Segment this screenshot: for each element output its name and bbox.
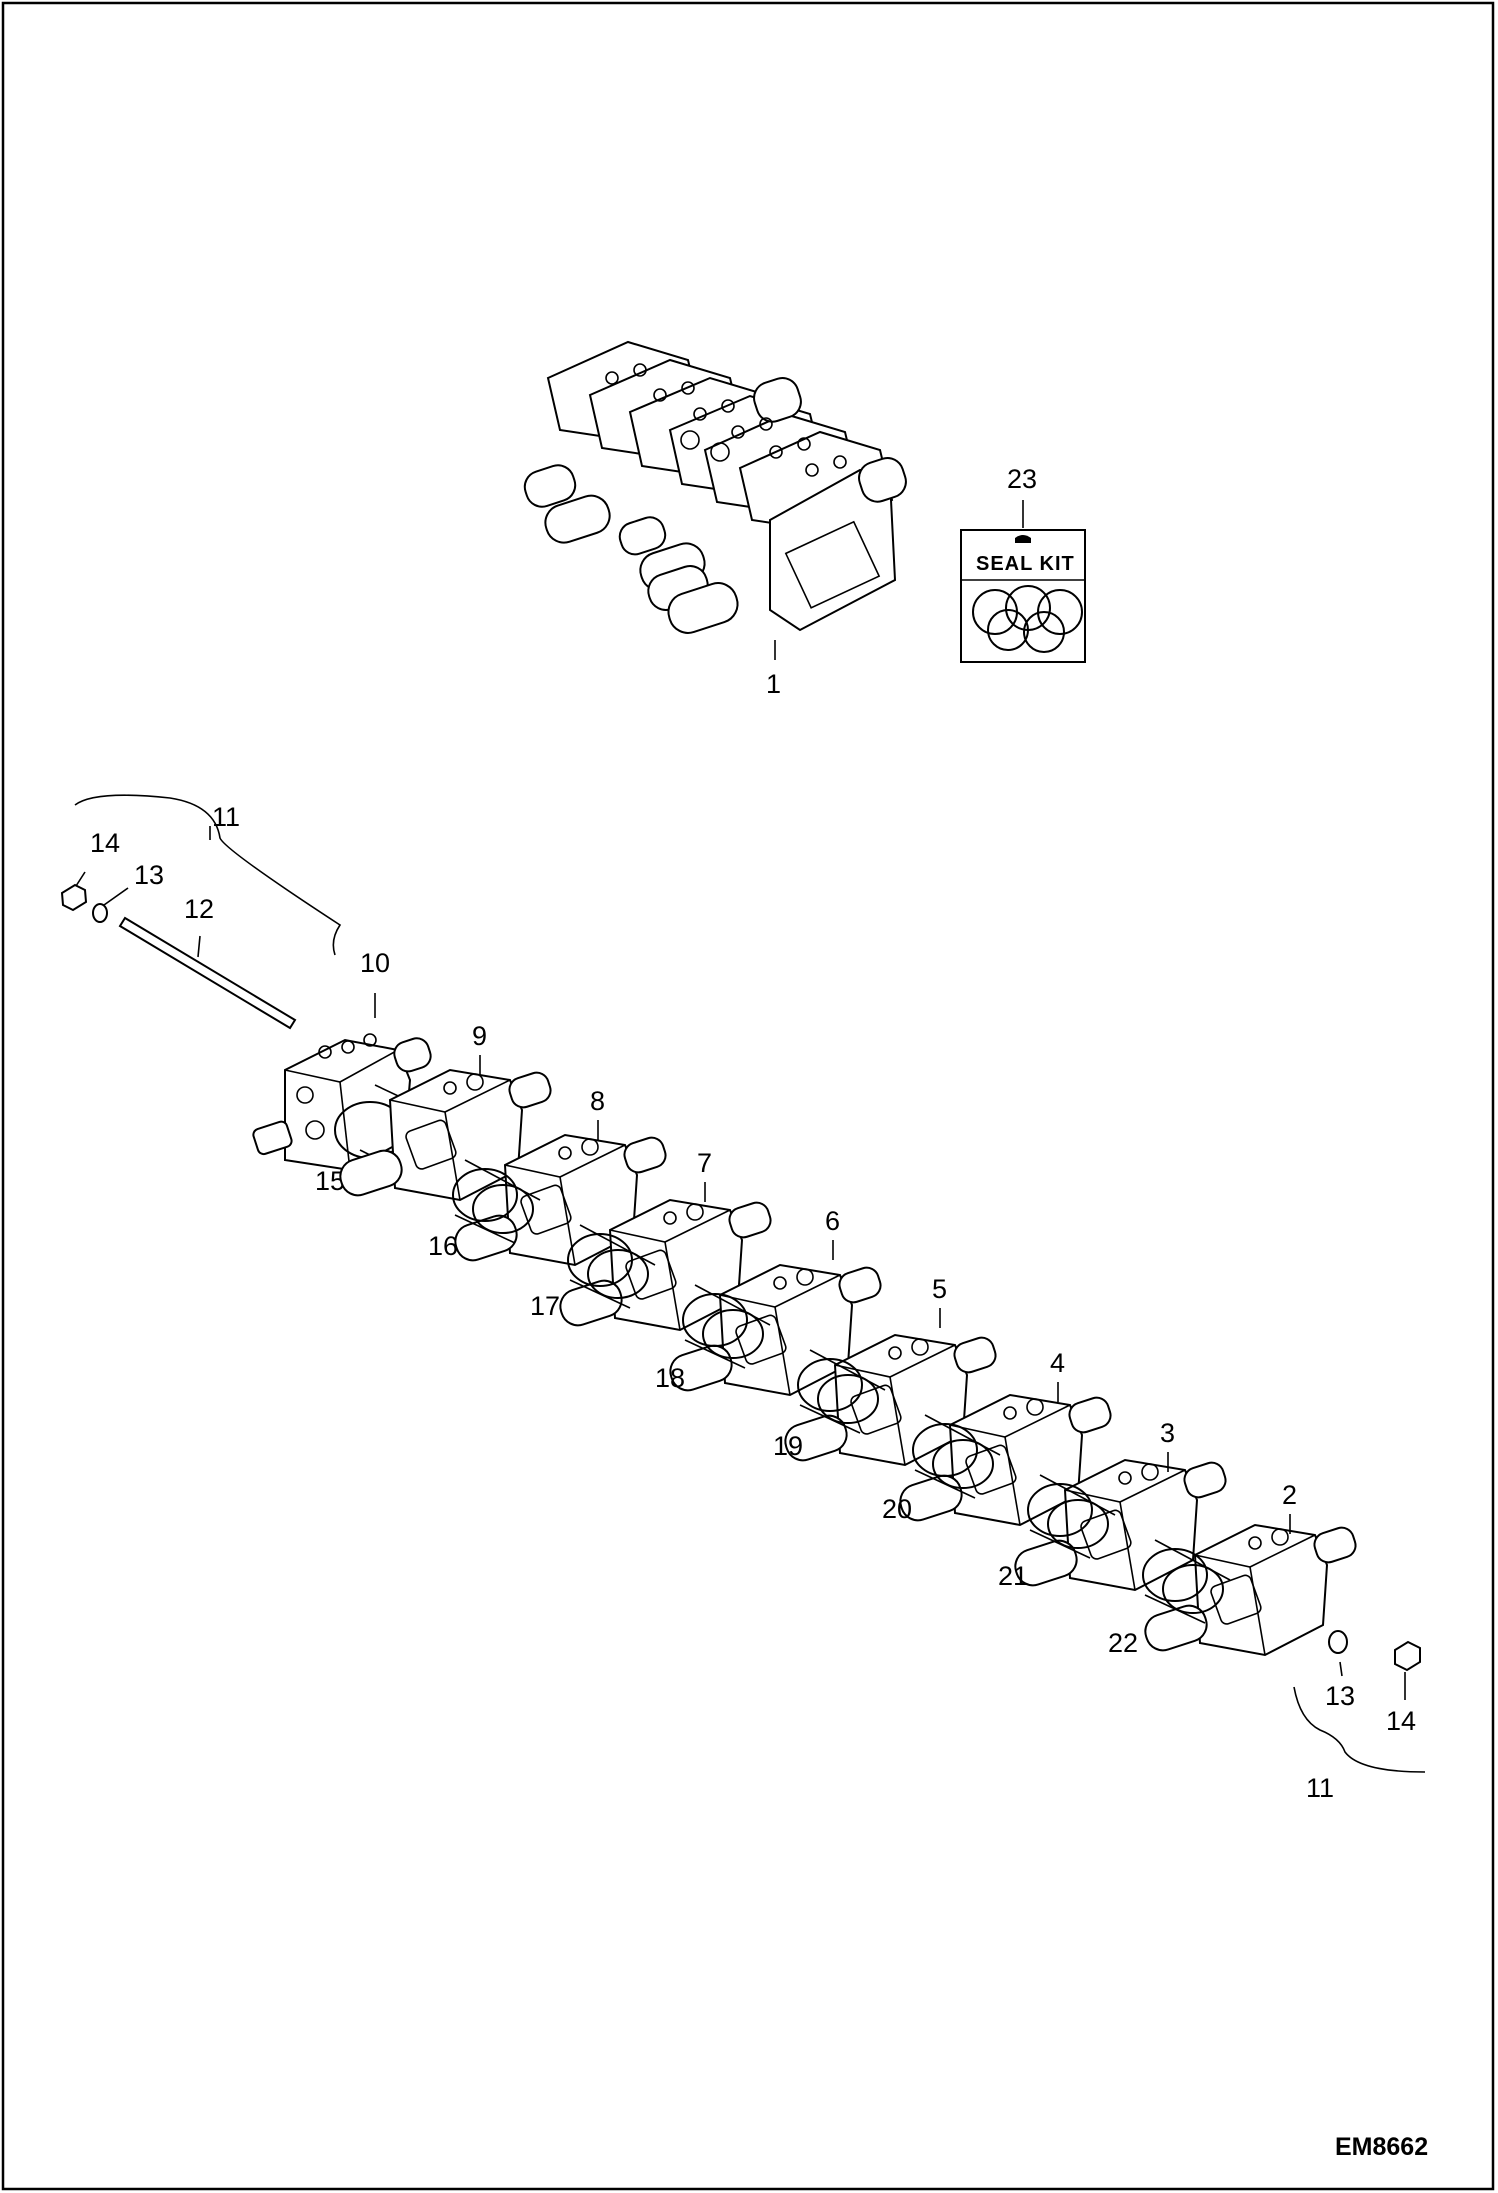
o-ring-set-17: 17	[530, 1224, 656, 1321]
o-ring-set-19: 19	[773, 1349, 886, 1461]
section-3-number: 3	[1160, 1418, 1175, 1448]
seal-kit-box: 23 SEAL KIT	[960, 464, 1086, 663]
section-10-number: 10	[360, 948, 390, 978]
valve-section-4: 4	[899, 1348, 1112, 1527]
right-nut-number: 14	[1386, 1706, 1416, 1736]
valve-section-10	[252, 1033, 432, 1172]
drawing-code: EM8662	[1335, 2133, 1428, 2161]
nut-right	[1394, 1640, 1421, 1672]
rod-number: 12	[184, 894, 214, 924]
o-ring-18-number: 18	[655, 1363, 685, 1393]
o-ring-set-18: 18	[655, 1284, 771, 1393]
nut-left	[60, 883, 88, 912]
section-8-number: 8	[590, 1086, 605, 1116]
washer-left	[92, 903, 108, 923]
o-ring-22-number: 22	[1108, 1628, 1138, 1658]
o-ring-set-22: 22	[1108, 1539, 1231, 1658]
tie-rod-group-right: 13 14 11	[1293, 1630, 1426, 1803]
valve-section-3: 3	[1014, 1418, 1227, 1592]
section-5-number: 5	[932, 1274, 947, 1304]
o-ring-set-20: 20	[882, 1414, 1001, 1524]
section-9-number: 9	[472, 1021, 487, 1051]
left-washer-number: 13	[134, 860, 164, 890]
seal-kit-label: SEAL KIT	[976, 553, 1075, 575]
seal-kit-icon	[1015, 535, 1031, 543]
section-6-number: 6	[825, 1206, 840, 1236]
valve-section-6: 6	[669, 1206, 882, 1397]
o-ring-17-number: 17	[530, 1291, 560, 1321]
o-ring-16-number: 16	[428, 1231, 458, 1261]
section-7-number: 7	[697, 1148, 712, 1178]
seal-kit-item-number: 23	[1007, 464, 1037, 494]
washer-right	[1328, 1630, 1348, 1654]
section-2-number: 2	[1282, 1480, 1297, 1510]
valve-section-2: 2	[1144, 1480, 1357, 1657]
right-group-number: 11	[1306, 1773, 1334, 1803]
left-group-number: 11	[212, 802, 240, 832]
valve-sections: 9 8 7 6 5 4 3 2 16 17 18 19 20 21 22	[339, 1021, 1357, 1658]
tie-rod-group-left: 11 14 13 12	[60, 794, 342, 1030]
assembly-item-number: 1	[766, 669, 781, 699]
o-ring-21-number: 21	[998, 1561, 1028, 1591]
left-nut-number: 14	[90, 828, 120, 858]
tie-rod	[118, 916, 297, 1030]
valve-section-7: 7	[559, 1148, 772, 1332]
valve-section-5: 5	[784, 1274, 997, 1467]
section-4-number: 4	[1050, 1348, 1065, 1378]
o-ring-20-number: 20	[882, 1494, 912, 1524]
o-ring-19-number: 19	[773, 1431, 803, 1461]
valve-section-9: 9	[339, 1021, 552, 1202]
o-ring-set-21: 21	[998, 1474, 1116, 1591]
right-washer-number: 13	[1325, 1681, 1355, 1711]
valve-section-8: 8	[454, 1086, 667, 1267]
control-valve-assembly	[523, 340, 907, 634]
o-ring-set-16: 16	[428, 1159, 541, 1261]
